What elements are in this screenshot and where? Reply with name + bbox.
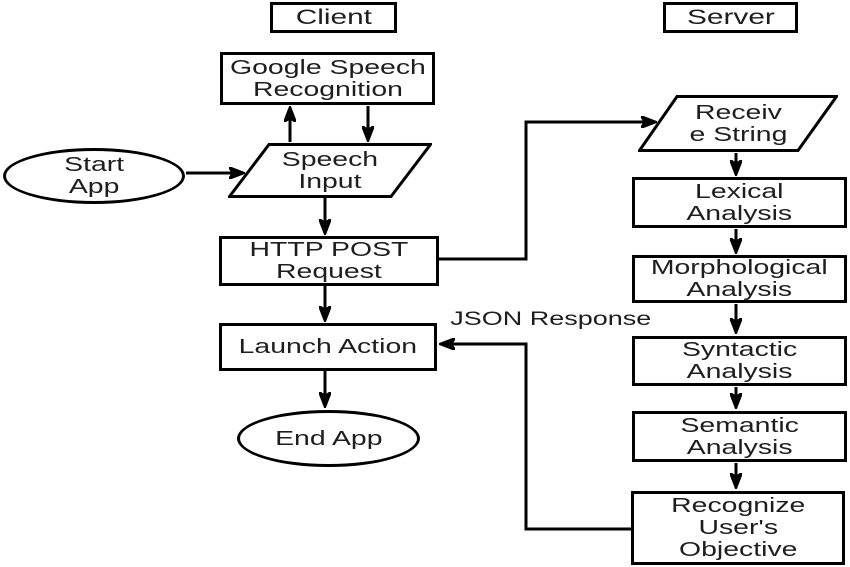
launch-action-label: Launch Action <box>238 336 418 358</box>
client-lane-title: Client <box>270 2 397 33</box>
node-launch-action: Launch Action <box>219 323 437 371</box>
receive-string-parallelogram <box>638 95 838 152</box>
client-lane-label: Client <box>295 5 372 29</box>
node-morphological-analysis: Morphological Analysis <box>632 255 847 303</box>
node-speech-input: Speech Input <box>228 143 432 198</box>
arrow-recognize-objective-to-launch-action <box>441 344 631 531</box>
receive-string-label: Receiv e String <box>689 101 787 146</box>
node-http-post-request: HTTP POST Request <box>219 236 439 286</box>
node-semantic-analysis: Semantic Analysis <box>632 411 847 462</box>
json-response-text: JSON Response <box>450 309 652 330</box>
node-syntactic-analysis: Syntactic Analysis <box>632 336 847 386</box>
end-app-label: End App <box>274 427 383 450</box>
lexical-analysis-label: Lexical Analysis <box>686 180 793 225</box>
json-response-edge-label: JSON Response <box>445 306 657 334</box>
speech-input-label: Speech Input <box>281 148 379 193</box>
node-start-app: Start App <box>3 148 185 204</box>
start-app-label: Start App <box>64 154 124 198</box>
server-lane-label: Server <box>686 5 775 29</box>
node-receive-string: Receiv e String <box>638 95 838 152</box>
arrow-http-post-to-receive-string <box>437 122 655 261</box>
node-lexical-analysis: Lexical Analysis <box>632 177 847 228</box>
node-end-app: End App <box>237 410 420 467</box>
recognize-users-objective-label: Recognize User's Objective <box>670 495 806 561</box>
server-lane-title: Server <box>663 2 798 33</box>
node-recognize-users-objective: Recognize User's Objective <box>631 491 845 565</box>
morphological-analysis-label: Morphological Analysis <box>651 257 828 301</box>
syntactic-analysis-label: Syntactic Analysis <box>681 339 798 383</box>
node-google-speech-recognition: Google Speech Recognition <box>220 52 435 105</box>
google-speech-recognition-label: Google Speech Recognition <box>229 56 426 101</box>
http-post-request-label: HTTP POST Request <box>249 239 409 283</box>
speech-input-parallelogram <box>228 143 432 198</box>
semantic-analysis-label: Semantic Analysis <box>680 414 799 459</box>
